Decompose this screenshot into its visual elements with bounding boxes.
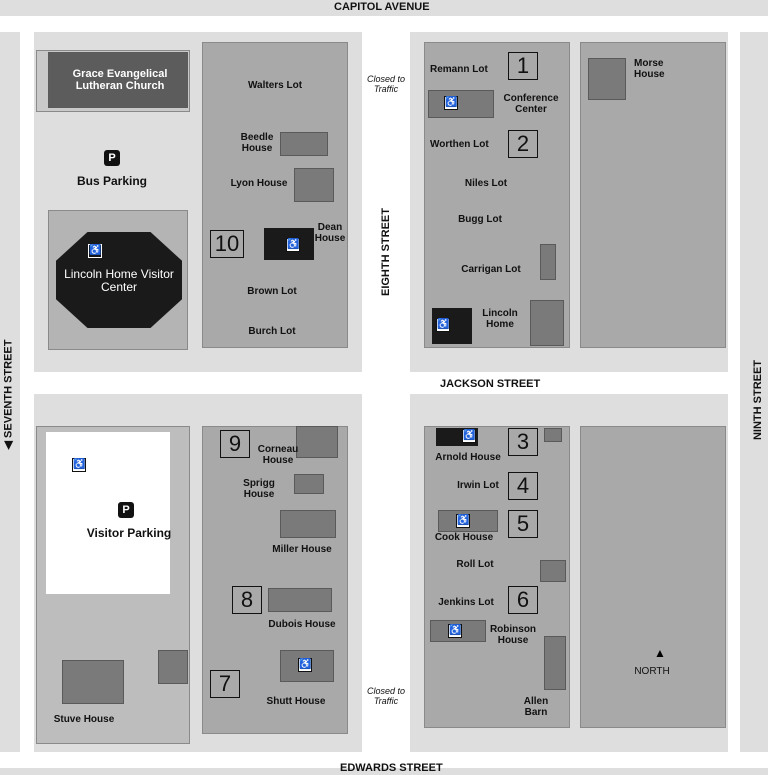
roll-lot-structure xyxy=(540,560,566,582)
church-label: Grace Evangelical Lutheran Church xyxy=(72,68,168,92)
accessible-icon: ♿ xyxy=(72,458,86,472)
brown-lot-label: Brown Lot xyxy=(247,286,297,297)
visitor-center-label: Lincoln Home Visitor Center xyxy=(64,267,174,294)
remann-lot-label: Remann Lot xyxy=(430,64,488,75)
lincoln-home-outbuilding xyxy=(530,300,564,346)
north-arrow-icon: ▲ xyxy=(654,646,666,660)
accessible-icon: ♿ xyxy=(286,238,300,252)
marker-4: 4 xyxy=(508,472,538,500)
worthen-lot-label: Worthen Lot xyxy=(430,139,489,150)
morse-house-building xyxy=(588,58,626,100)
marker-2: 2 xyxy=(508,130,538,158)
marker-5: 5 xyxy=(508,510,538,538)
bus-parking-label: Bus Parking xyxy=(76,174,148,188)
lyon-house-label: Lyon House xyxy=(230,178,288,189)
bus-parking-icon: P xyxy=(104,150,120,166)
arnold-outbuilding xyxy=(544,428,562,442)
accessible-icon: ♿ xyxy=(462,429,476,443)
ninth-street xyxy=(728,32,740,752)
miller-house-building xyxy=(280,510,336,538)
marker-7: 7 xyxy=(210,670,240,698)
shutt-house-label: Shutt House xyxy=(266,696,326,707)
sprigg-house-label: Sprigg House xyxy=(243,478,275,500)
closed-to-traffic-north: Closed to Traffic xyxy=(366,74,406,94)
accessible-icon: ♿ xyxy=(88,244,102,258)
closed-to-traffic-south: Closed to Traffic xyxy=(366,686,406,706)
dean-house-label: Dean House xyxy=(314,222,346,244)
stuve-house-building xyxy=(62,660,124,704)
capitol-avenue xyxy=(0,16,768,32)
west-arrow-icon: ◀ xyxy=(2,441,15,450)
conference-center-label: Conference Center xyxy=(503,93,559,115)
accessible-icon: ♿ xyxy=(436,318,450,332)
marker-6: 6 xyxy=(508,586,538,614)
accessible-icon: ♿ xyxy=(456,514,470,528)
north-label: NORTH xyxy=(634,666,670,677)
lyon-house-building xyxy=(294,168,334,202)
capitol-avenue-label: CAPITOL AVENUE xyxy=(334,1,430,13)
edwards-street xyxy=(0,752,768,768)
eighth-street xyxy=(362,32,410,752)
ninth-street-label: NINTH STREET xyxy=(752,359,764,441)
block-far-east-south xyxy=(580,426,726,728)
jackson-street-label: JACKSON STREET xyxy=(440,378,541,390)
cook-house-label: Cook House xyxy=(434,532,494,543)
marker-3: 3 xyxy=(508,428,538,456)
walters-lot-label: Walters Lot xyxy=(247,80,303,91)
visitor-parking-label: Visitor Parking xyxy=(86,526,172,540)
burch-lot-label: Burch Lot xyxy=(248,326,296,337)
marker-1: 1 xyxy=(508,52,538,80)
accessible-icon: ♿ xyxy=(448,624,462,638)
allen-barn-label: Allen Barn xyxy=(523,696,549,718)
dubois-house-building xyxy=(268,588,332,612)
allen-barn-building xyxy=(544,636,566,690)
carrigan-lot-label: Carrigan Lot xyxy=(461,264,521,275)
niles-lot-label: Niles Lot xyxy=(464,178,508,189)
corneau-house-building xyxy=(296,426,338,458)
seventh-street-label: ◀ SEVENTH STREET xyxy=(2,339,15,450)
corneau-house-label: Corneau House xyxy=(257,444,299,466)
edwards-street-label: EDWARDS STREET xyxy=(340,762,443,774)
visitor-parking-icon: P xyxy=(118,502,134,518)
conference-center-building xyxy=(428,90,494,118)
jenkins-lot-label: Jenkins Lot xyxy=(438,597,494,608)
marker-8: 8 xyxy=(232,586,262,614)
roll-lot-label: Roll Lot xyxy=(456,559,494,570)
lincoln-home-label: Lincoln Home xyxy=(482,308,518,330)
marker-9: 9 xyxy=(220,430,250,458)
church-building xyxy=(48,52,188,108)
accessible-icon: ♿ xyxy=(298,658,312,672)
miller-house-label: Miller House xyxy=(272,544,332,555)
marker-10: 10 xyxy=(210,230,244,258)
beedle-house-building xyxy=(280,132,328,156)
visitor-center-building xyxy=(56,232,182,328)
robinson-house-label: Robinson House xyxy=(489,624,537,646)
bugg-lot-label: Bugg Lot xyxy=(458,214,502,225)
seventh-street xyxy=(20,32,34,752)
arnold-house-label: Arnold House xyxy=(435,452,501,463)
eighth-street-label: EIGHTH STREET xyxy=(380,208,392,297)
beedle-house-label: Beedle House xyxy=(240,132,274,154)
sprigg-house-building xyxy=(294,474,324,494)
dubois-house-label: Dubois House xyxy=(268,619,336,630)
stuve-house-label: Stuve House xyxy=(53,714,115,725)
visitor-parking-lot xyxy=(46,432,170,594)
outbuilding xyxy=(158,650,188,684)
irwin-lot-label: Irwin Lot xyxy=(457,480,499,491)
accessible-icon: ♿ xyxy=(444,96,458,110)
carrigan-lot-structure xyxy=(540,244,556,280)
morse-house-label: Morse House xyxy=(634,58,665,80)
